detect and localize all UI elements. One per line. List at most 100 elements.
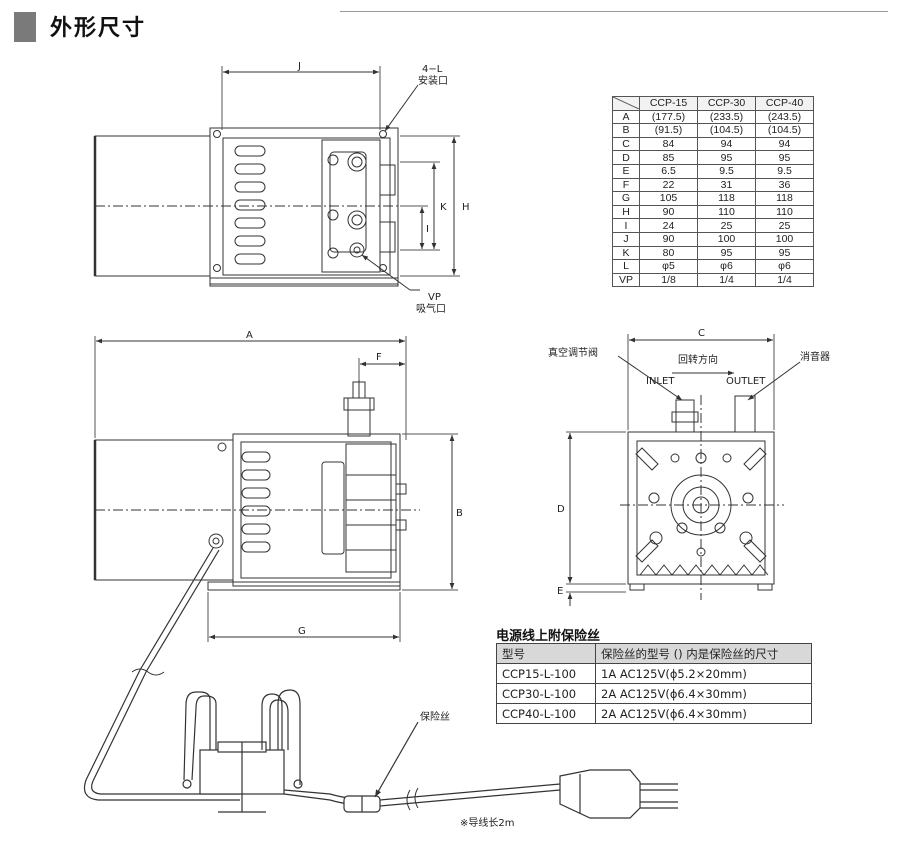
dimension-cell: (104.5) [755, 123, 814, 138]
page-title: 外形尺寸 [50, 16, 147, 41]
dimension-cell: 95 [755, 245, 814, 261]
fuse-table: 型号 保险丝的型号 () 内是保险丝的尺寸 CCP15-L-100 1A AC1… [496, 643, 812, 724]
title-accent-bar [14, 12, 36, 42]
vp-label: VP [428, 292, 441, 303]
column-header: 保险丝的型号 () 内是保险丝的尺寸 [595, 643, 812, 664]
title-rule [340, 11, 888, 12]
dimension-cell: 24 [639, 218, 698, 233]
dimension-cell: 118 [755, 191, 814, 206]
fuse-cell: 2A AC125V(ϕ6.4×30mm) [595, 683, 812, 704]
row-label: K [612, 245, 640, 261]
side-fins [241, 451, 271, 553]
row-label: I [612, 218, 640, 233]
row-label: J [612, 231, 640, 247]
fuse-cell: 2A AC125V(ϕ6.4×30mm) [595, 703, 812, 724]
dimension-cell: 110 [697, 204, 756, 220]
table-row: CCP30-L-100 2A AC125V(ϕ6.4×30mm) [496, 683, 812, 704]
dim-label-d: D [557, 504, 565, 515]
fuse-cell: 1A AC125V(ϕ5.2×20mm) [595, 663, 812, 684]
column-header: CCP-15 [639, 96, 698, 111]
muffler-label: 消音器 [800, 350, 830, 363]
model-cell: CCP40-L-100 [496, 703, 596, 724]
dimension-cell: 90 [639, 204, 698, 220]
dimension-cell: (177.5) [639, 109, 698, 125]
side-view [93, 336, 458, 642]
valve-label: 真空调节阀 [548, 346, 598, 359]
dimension-cell: 25 [697, 218, 756, 233]
table-row: CCP15-L-100 1A AC125V(ϕ5.2×20mm) [496, 663, 812, 684]
power-cord [83, 547, 678, 819]
top-fins [234, 145, 266, 265]
dim-label-h: H [462, 202, 470, 213]
dimension-cell: φ6 [755, 259, 814, 274]
dimension-cell: (104.5) [697, 123, 756, 138]
dim-label-j: J [297, 61, 301, 72]
dimension-cell: (243.5) [755, 109, 814, 125]
dim-label-i: I [426, 224, 429, 235]
row-label: B [612, 123, 640, 138]
dim-label-a: A [246, 330, 253, 341]
dimension-cell: 36 [755, 177, 814, 193]
dimension-cell: 84 [639, 136, 698, 152]
dimension-table-corner [612, 96, 640, 111]
dimension-cell: 1/4 [697, 272, 756, 288]
table-row: A(177.5)(233.5)(243.5) [612, 109, 814, 125]
table-row: CCP40-L-100 2A AC125V(ϕ6.4×30mm) [496, 703, 812, 724]
dimension-cell: 25 [755, 218, 814, 233]
dimension-cell: φ5 [639, 259, 698, 274]
dimension-table: CCP-15 CCP-30 CCP-40 A(177.5)(233.5)(243… [612, 96, 814, 288]
inlet-label: INLET [646, 376, 675, 387]
row-label: VP [612, 272, 640, 288]
rotation-label: 回转方向 [678, 353, 718, 366]
dimension-cell: 6.5 [639, 163, 698, 179]
model-cell: CCP15-L-100 [496, 663, 596, 684]
dim-label-f: F [376, 352, 382, 363]
front-view [566, 334, 801, 606]
dimension-cell: 95 [697, 150, 756, 165]
dimension-cell: (233.5) [697, 109, 756, 125]
dimension-cell: 90 [639, 231, 698, 247]
dimension-table-header: CCP-15 CCP-30 CCP-40 [612, 96, 814, 111]
dimension-cell: 94 [697, 136, 756, 152]
dimension-cell: 105 [639, 191, 698, 206]
column-header: 型号 [496, 643, 596, 664]
column-header: CCP-30 [697, 96, 756, 111]
outlet-label: OUTLET [726, 376, 766, 387]
dimension-cell: 95 [697, 245, 756, 261]
dim-label-b: B [456, 508, 463, 519]
cord-length-note: ※导线长2m [460, 816, 514, 829]
row-label: L [612, 259, 640, 274]
row-label: D [612, 150, 640, 165]
dimension-cell: 9.5 [755, 163, 814, 179]
dim-label-c: C [698, 328, 705, 339]
dimension-cell: 95 [755, 150, 814, 165]
dimension-cell: 31 [697, 177, 756, 193]
dimension-cell: 110 [755, 204, 814, 220]
dimension-cell: 1/8 [639, 272, 698, 288]
row-label: G [612, 191, 640, 206]
fuse-callout: 保险丝 [420, 710, 450, 723]
dimension-cell: 100 [755, 231, 814, 247]
dimension-cell: 85 [639, 150, 698, 165]
model-cell: CCP30-L-100 [496, 683, 596, 704]
row-label: H [612, 204, 640, 220]
row-label: E [612, 163, 640, 179]
fuse-section-title: 电源线上附保险丝 [496, 629, 601, 644]
dim-label-k: K [440, 202, 447, 213]
vp-label-cn: 吸气口 [416, 302, 446, 315]
dimension-cell: (91.5) [639, 123, 698, 138]
table-row: B(91.5)(104.5)(104.5) [612, 123, 814, 138]
dimension-cell: 22 [639, 177, 698, 193]
dim-label-e: E [557, 586, 563, 597]
fuse-table-header: 型号 保险丝的型号 () 内是保险丝的尺寸 [496, 643, 812, 664]
